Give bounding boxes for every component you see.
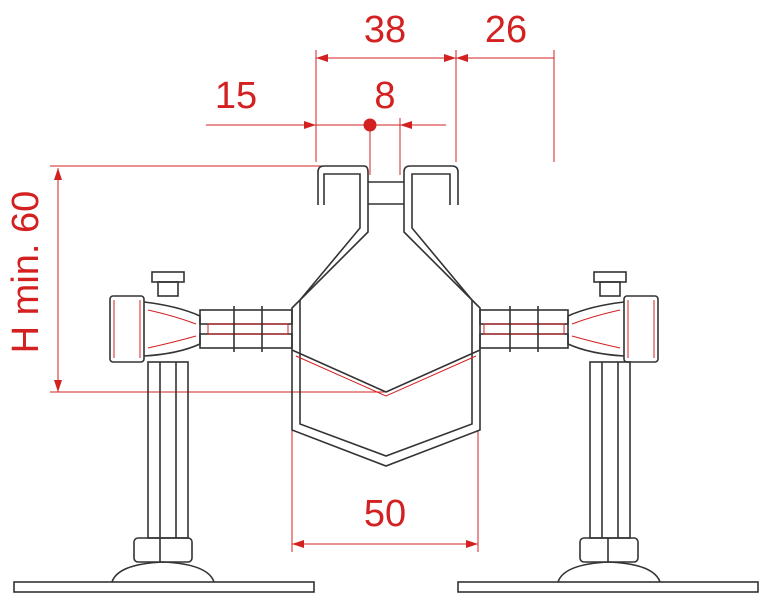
left-screw-head [151, 271, 185, 283]
right-rod-top [479, 309, 569, 325]
right-clamp-jaw [567, 301, 625, 357]
clip-outer-strap [291, 165, 481, 467]
left-rod-top [199, 309, 293, 325]
right-post [589, 361, 631, 539]
dim-50-arrow-right [466, 540, 478, 548]
left-rod-bottom [199, 333, 293, 349]
left-clamp-detail [113, 300, 141, 358]
right-rod-bottom [479, 333, 569, 349]
clip-seat-outer [291, 349, 481, 393]
label-h-min: H min. 60 [5, 191, 47, 354]
dim-15-arrow [304, 121, 316, 129]
right-clamp-jaw-red [571, 309, 621, 349]
left-base-dome [111, 561, 215, 583]
dim-38-arrow-right [444, 54, 456, 62]
left-rod-slot [207, 323, 289, 335]
clip-seat-inner [295, 355, 477, 397]
left-support [13, 271, 315, 593]
label-15: 15 [215, 75, 257, 117]
left-screw-neck [157, 281, 179, 297]
right-clamp-block [623, 295, 659, 363]
left-base-plate [13, 581, 315, 593]
left-nut [133, 537, 193, 563]
left-post [147, 361, 189, 539]
dim-h-arrow-bottom [54, 380, 62, 392]
label-8: 8 [374, 75, 395, 117]
dim-38-arrow-left [316, 54, 328, 62]
dimension-lines [50, 50, 555, 552]
right-screw-head [593, 271, 627, 283]
dim-h-arrow-top [54, 168, 62, 180]
right-clamp-detail [627, 300, 655, 358]
label-26: 26 [485, 9, 527, 51]
right-base-dome [557, 561, 661, 583]
dim-50-arrow-left [292, 540, 304, 548]
left-clamp-block [109, 295, 145, 363]
dim-8-arrow [400, 121, 412, 129]
label-38: 38 [364, 9, 406, 51]
left-clamp-jaw-red [147, 309, 197, 349]
dimension-labels: 38 26 15 8 50 H min. 60 [5, 9, 527, 535]
right-screw-neck [599, 281, 621, 297]
right-rod-slot [483, 323, 565, 335]
right-nut [579, 537, 639, 563]
label-50: 50 [364, 493, 406, 535]
dim-26-arrow [456, 54, 468, 62]
right-support [457, 271, 759, 593]
right-base-plate [457, 581, 759, 593]
clip-inner-strap [299, 173, 473, 457]
left-clamp-jaw [143, 301, 201, 357]
hexagon-clip [291, 165, 481, 467]
